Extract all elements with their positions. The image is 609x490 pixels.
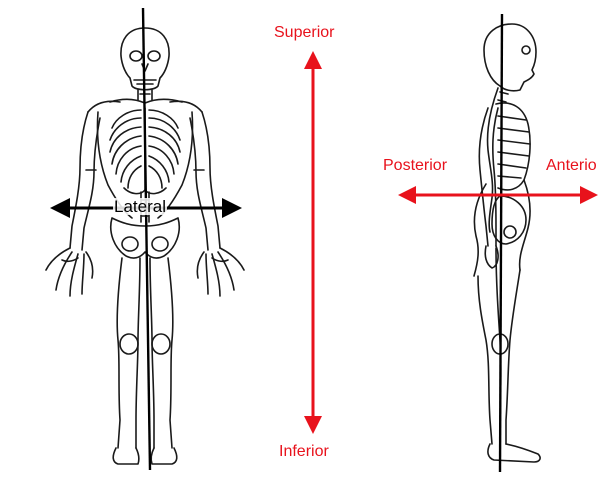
label-posterior: Posterior [383, 158, 447, 174]
arrowhead-right-black-icon [222, 198, 242, 218]
label-inferior: Inferior [279, 444, 329, 460]
arrowhead-down-icon [304, 416, 322, 434]
label-superior: Superior [274, 25, 334, 41]
skeleton-side-view [474, 24, 540, 462]
arrowhead-up-icon [304, 51, 322, 69]
arrowhead-right-icon [580, 186, 598, 204]
superior-inferior-arrow [304, 51, 322, 434]
front-midline [143, 8, 150, 470]
label-anterior: Anterio [546, 158, 597, 174]
arrowhead-left-icon [398, 186, 416, 204]
side-midline [500, 14, 502, 472]
arrowhead-left-black-icon [50, 198, 70, 218]
label-lateral: Lateral [113, 198, 167, 215]
